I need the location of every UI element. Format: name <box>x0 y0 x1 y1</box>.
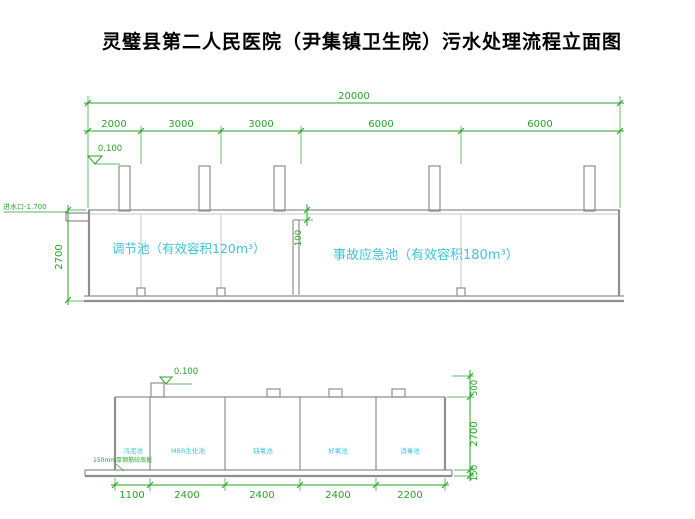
upper-elevation-marker: 0.100 <box>86 144 122 165</box>
dim-right-150: 150 <box>470 465 480 481</box>
regulation-tank-label: 调节池（有效容积120m³） <box>112 241 266 256</box>
dim-low-3: 2400 <box>249 490 274 501</box>
compartment-labels: 污泥池 MBR生化池 缺氧池 好氧池 消毒池 <box>123 446 420 455</box>
lower-elevation-value: 0.100 <box>174 367 198 377</box>
upper-elevation-value: 0.100 <box>98 144 122 154</box>
dim-total-20000: 20000 <box>338 91 370 102</box>
lower-tank-structure <box>84 382 453 478</box>
upper-segment-dimension: 2000 3000 3000 6000 6000 <box>84 119 624 164</box>
upper-height-dimension: 2700 <box>54 205 86 305</box>
slab-note: 150mm厚钢筋砼底板 <box>93 456 152 472</box>
riser <box>266 388 281 398</box>
dim-low-4: 2400 <box>325 490 350 501</box>
upper-view: 20000 2000 3000 3000 6000 6000 0.100 <box>3 91 624 305</box>
riser <box>328 388 343 398</box>
dim-seg-4: 6000 <box>368 119 393 130</box>
inlet-label: 进水口-1.700 <box>3 202 47 211</box>
dim-right-500: 500 <box>470 380 480 396</box>
riser <box>150 382 165 398</box>
sump-block <box>216 287 226 297</box>
dim-right-2700: 2700 <box>469 421 480 446</box>
compartment-label-5: 消毒池 <box>400 446 420 455</box>
drawing-title: 灵璧县第二人民医院（尹集镇卫生院）污水处理流程立面图 <box>102 30 622 53</box>
dim-wall-100: 100 <box>294 230 304 246</box>
lower-bottom-dimension: 1100 2400 2400 2400 2200 <box>111 478 449 501</box>
lower-view: 0.100 150mm厚钢筋砼底板 <box>84 367 480 501</box>
dim-seg-3: 3000 <box>248 119 273 130</box>
slab-note-text: 150mm厚钢筋砼底板 <box>93 456 152 464</box>
dim-height-2700: 2700 <box>54 244 65 269</box>
sump-block <box>456 287 466 297</box>
inlet: 进水口-1.700 <box>3 202 89 222</box>
compartment-label-4: 好氧池 <box>328 446 348 455</box>
compartment-label-2: MBR生化池 <box>171 446 206 455</box>
compartment-label-3: 缺氧池 <box>253 446 273 455</box>
riser <box>391 388 406 398</box>
dim-seg-2: 3000 <box>168 119 193 130</box>
pillar <box>583 165 596 212</box>
pillar <box>118 165 131 212</box>
lower-elevation-marker: 0.100 <box>158 367 198 385</box>
dim-low-1: 1100 <box>119 490 144 501</box>
pillar <box>198 165 211 212</box>
upper-tank-structure <box>84 209 624 303</box>
emergency-tank-label: 事故应急池（有效容积180m³） <box>333 247 519 263</box>
dim-low-5: 2200 <box>397 490 422 501</box>
dim-seg-1: 2000 <box>101 119 126 130</box>
elevation-triangle-icon <box>86 155 104 165</box>
elevation-triangle-icon <box>158 376 174 385</box>
lower-right-dimension: 500 2700 150 <box>447 370 480 481</box>
tank-pillars <box>118 165 596 212</box>
pillar <box>273 165 286 212</box>
compartment-label-1: 污泥池 <box>123 446 143 455</box>
upper-overall-dimension: 20000 <box>84 91 624 208</box>
dim-seg-5: 6000 <box>527 119 552 130</box>
pillar <box>428 165 441 212</box>
dim-low-2: 2400 <box>174 490 199 501</box>
middle-wall-dimension: 100 <box>294 204 313 246</box>
sump-block <box>136 287 146 297</box>
